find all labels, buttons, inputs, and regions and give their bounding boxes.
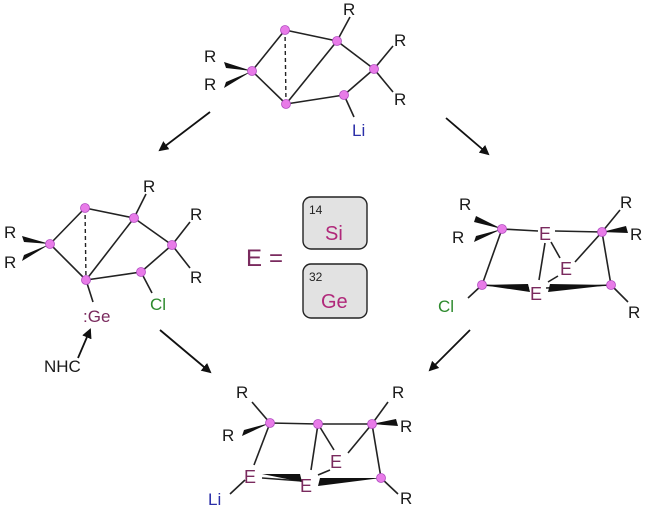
r-label: R xyxy=(204,75,216,94)
e-label: E xyxy=(300,476,312,496)
r-label: R xyxy=(400,489,412,508)
r-label: R xyxy=(630,225,642,244)
r-label: R xyxy=(459,195,471,214)
r-label: R xyxy=(620,193,632,212)
r-label: R xyxy=(400,417,412,436)
ge-label: :Ge xyxy=(83,307,110,326)
left-molecule: R R R R R Cl :Ge NHC xyxy=(4,177,202,376)
ge-tile xyxy=(302,263,368,319)
r-label: R xyxy=(394,31,406,50)
nhc-label: NHC xyxy=(44,357,81,376)
e-label: E xyxy=(530,284,542,304)
li-label: Li xyxy=(208,490,221,509)
ge-symbol: Ge xyxy=(321,291,348,313)
bottom-molecule: E E E R R R R R Li xyxy=(208,383,412,509)
element-legend: E = 14 Si 32 Ge xyxy=(246,196,368,319)
r-label: R xyxy=(4,253,16,272)
li-label: Li xyxy=(352,121,365,140)
r-label: R xyxy=(452,228,464,247)
arrow-top-to-left xyxy=(158,111,211,152)
r-label: R xyxy=(190,205,202,224)
r-label: R xyxy=(343,0,355,19)
e-label: E xyxy=(539,224,551,244)
legend-equals: = xyxy=(269,245,283,272)
r-label: R xyxy=(236,383,248,402)
top-molecule: R R R R R Li xyxy=(204,0,406,140)
arrow-top-to-right xyxy=(445,117,490,156)
right-molecule: E E E R R R R R Cl xyxy=(438,193,642,322)
r-label: R xyxy=(4,223,16,242)
ge-number: 32 xyxy=(309,270,323,284)
e-label: E xyxy=(330,452,342,472)
si-tile xyxy=(302,196,368,250)
cl-label: Cl xyxy=(438,297,454,316)
si-number: 14 xyxy=(309,203,323,217)
si-symbol: Si xyxy=(325,223,343,245)
arrow-right-to-bottom xyxy=(428,329,471,372)
r-label: R xyxy=(190,268,202,287)
r-label: R xyxy=(143,177,155,196)
arrow-left-to-bottom xyxy=(159,329,212,374)
r-label: R xyxy=(392,383,404,402)
r-label: R xyxy=(394,90,406,109)
e-label: E xyxy=(244,467,256,487)
r-label: R xyxy=(222,426,234,445)
e-label: E xyxy=(560,259,572,279)
r-label: R xyxy=(204,47,216,66)
reaction-arrows xyxy=(158,111,490,374)
legend-e-symbol: E xyxy=(246,245,262,272)
r-label: R xyxy=(628,303,640,322)
cl-label: Cl xyxy=(150,295,166,314)
